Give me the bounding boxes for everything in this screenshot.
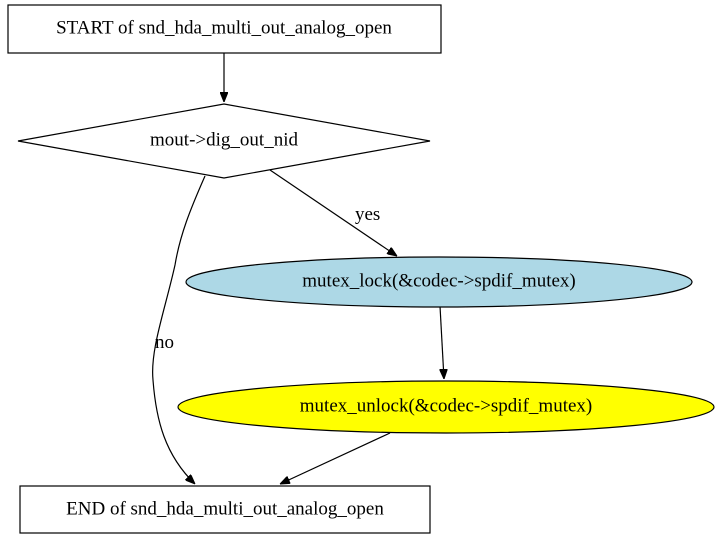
node-end-box (19, 485, 431, 534)
node-decision-label: mout->dig_out_nid (150, 129, 298, 150)
node-unlock: mutex_unlock(&codec->spdif_mutex) (177, 380, 715, 434)
node-start-box (7, 4, 442, 54)
node-unlock-ellipse (177, 380, 715, 434)
edge-unlock-to-end (280, 432, 391, 484)
node-decision-diamond (17, 103, 431, 179)
node-lock-label: mutex_lock(&codec->spdif_mutex) (302, 270, 575, 291)
edge-decision-to-lock (269, 169, 397, 256)
node-decision: mout->dig_out_nid (17, 103, 431, 179)
node-lock-ellipse (185, 256, 693, 308)
node-start-label: START of snd_hda_multi_out_analog_open (56, 17, 392, 38)
edge-lock-to-unlock (439, 305, 444, 379)
edge-label-yes: yes (355, 204, 380, 225)
node-end-label: END of snd_hda_multi_out_analog_open (66, 498, 384, 519)
edge-decision-to-end (152, 175, 206, 484)
node-lock: mutex_lock(&codec->spdif_mutex) (185, 256, 693, 308)
node-end: END of snd_hda_multi_out_analog_open (19, 485, 431, 534)
node-unlock-label: mutex_unlock(&codec->spdif_mutex) (300, 395, 592, 416)
edge-label-no: no (155, 332, 174, 353)
node-start: START of snd_hda_multi_out_analog_open (7, 4, 442, 54)
